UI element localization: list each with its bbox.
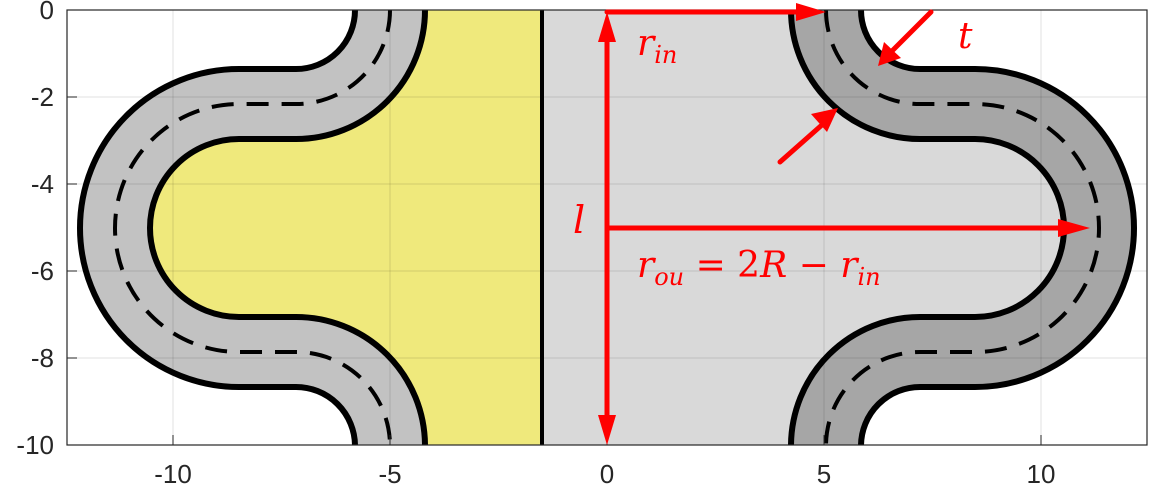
l-arrowhead-bottom <box>598 415 616 445</box>
y-tick-label: -2 <box>31 82 54 112</box>
t-arrow-top-line <box>885 9 934 58</box>
t-arrowhead-bottom <box>811 108 838 132</box>
t-arrowhead-top <box>878 42 901 66</box>
annotation-arrowheads <box>598 3 1090 445</box>
y-tick-label: -6 <box>31 256 54 286</box>
r-in-label: rin <box>637 23 677 69</box>
right-track-centerline <box>824 10 1101 445</box>
x-tick-label: 0 <box>600 459 614 489</box>
left-track-centerline <box>113 10 392 445</box>
t-arrow-bottom-line <box>777 121 826 165</box>
y-tick-label: -10 <box>16 430 54 460</box>
x-tick-label: 10 <box>1027 459 1056 489</box>
x-tick-label: -10 <box>154 459 192 489</box>
r-ou-arrowhead <box>1058 219 1090 237</box>
t-label: t <box>958 16 973 57</box>
y-tick-label: -4 <box>31 169 54 199</box>
annotation-arrows <box>604 9 1073 429</box>
l-label: l <box>573 198 585 242</box>
x-tick-label: 5 <box>817 459 831 489</box>
y-tick-label: -8 <box>31 343 54 373</box>
r-in-arrowhead <box>796 3 826 21</box>
y-tick-label: 0 <box>40 0 54 25</box>
x-tick-label: -5 <box>378 459 401 489</box>
l-arrowhead-top <box>598 12 616 42</box>
r-ou-label: rou = 2R − rin <box>637 245 881 291</box>
